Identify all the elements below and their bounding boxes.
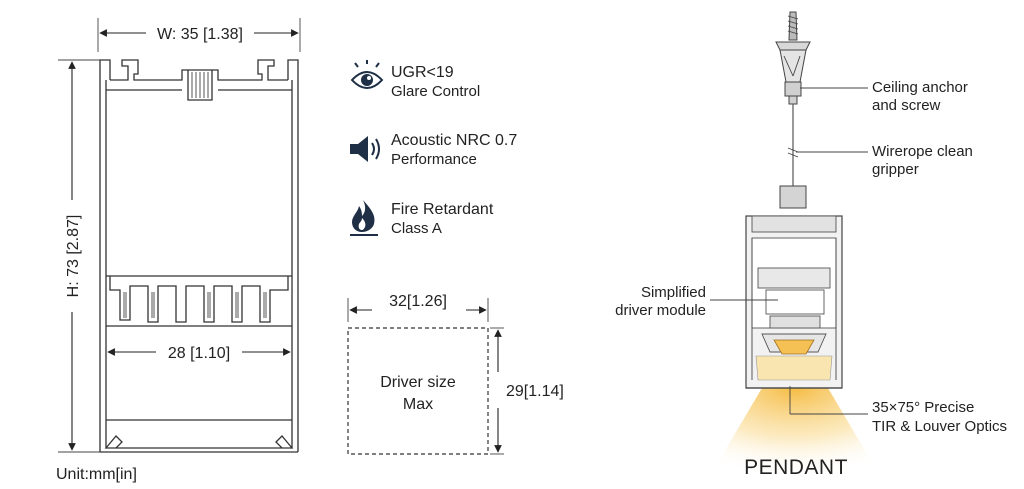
feature-subtitle-acoustic: Performance — [391, 151, 477, 168]
driver-width-label: 32[1.26] — [389, 293, 447, 310]
driver-text-line1: Driver size — [380, 374, 456, 391]
feature-title-acoustic: Acoustic NRC 0.7 — [391, 132, 517, 149]
feature-subtitle-fire: Class A — [391, 220, 442, 237]
callout-anchor-line1: Ceiling anchor — [872, 79, 968, 96]
callout-optics-line1: 35×75° Precise — [872, 399, 974, 416]
callout-lines — [710, 87, 868, 415]
feature-subtitle-glare: Glare Control — [391, 83, 480, 100]
pendant-housing — [745, 215, 843, 389]
feature-list: UGR<19 Glare Control Acoustic NRC 0.7 Pe… — [350, 60, 517, 237]
driver-height-label: 29[1.14] — [506, 383, 564, 400]
callout-gripper-line1: Wirerope clean — [872, 143, 973, 160]
width-dimension: W: 35 [1.38] — [97, 18, 301, 52]
eye-icon — [350, 60, 384, 89]
callout-driver-line1: Simplified — [641, 284, 706, 301]
driver-text-line2: Max — [403, 396, 433, 413]
driver-size-box: 32[1.26] Driver size Max 29[1.14] — [347, 293, 564, 455]
ceiling-anchor — [775, 11, 811, 105]
light-beam — [710, 388, 880, 476]
callout-optics-line2: TIR & Louver Optics — [872, 418, 1007, 435]
callout-gripper-line2: gripper — [872, 161, 919, 178]
unit-label: Unit:mm[in] — [56, 466, 137, 483]
flame-icon — [350, 200, 378, 236]
feature-title-glare: UGR<19 — [391, 64, 454, 81]
inner-width-label: 28 [1.10] — [168, 345, 230, 362]
callout-anchor-line2: and screw — [872, 97, 941, 114]
width-label: W: 35 [1.38] — [157, 26, 243, 43]
feature-title-fire: Fire Retardant — [391, 201, 494, 218]
wire-gripper — [779, 185, 807, 209]
callout-driver-line2: driver module — [615, 302, 706, 319]
height-label: H: 73 [2.87] — [65, 215, 82, 298]
pendant-title: PENDANT — [744, 456, 848, 479]
pendant-illustration: Ceiling anchor and screw Wirerope clean … — [615, 11, 1007, 479]
profile-cross-section: W: 35 [1.38] H: 73 [2.87] 28 [1.10] — [56, 18, 301, 483]
speaker-icon — [350, 136, 380, 162]
height-dimension: H: 73 [2.87] — [58, 59, 100, 453]
inner-width-dimension: 28 [1.10] — [107, 345, 291, 362]
